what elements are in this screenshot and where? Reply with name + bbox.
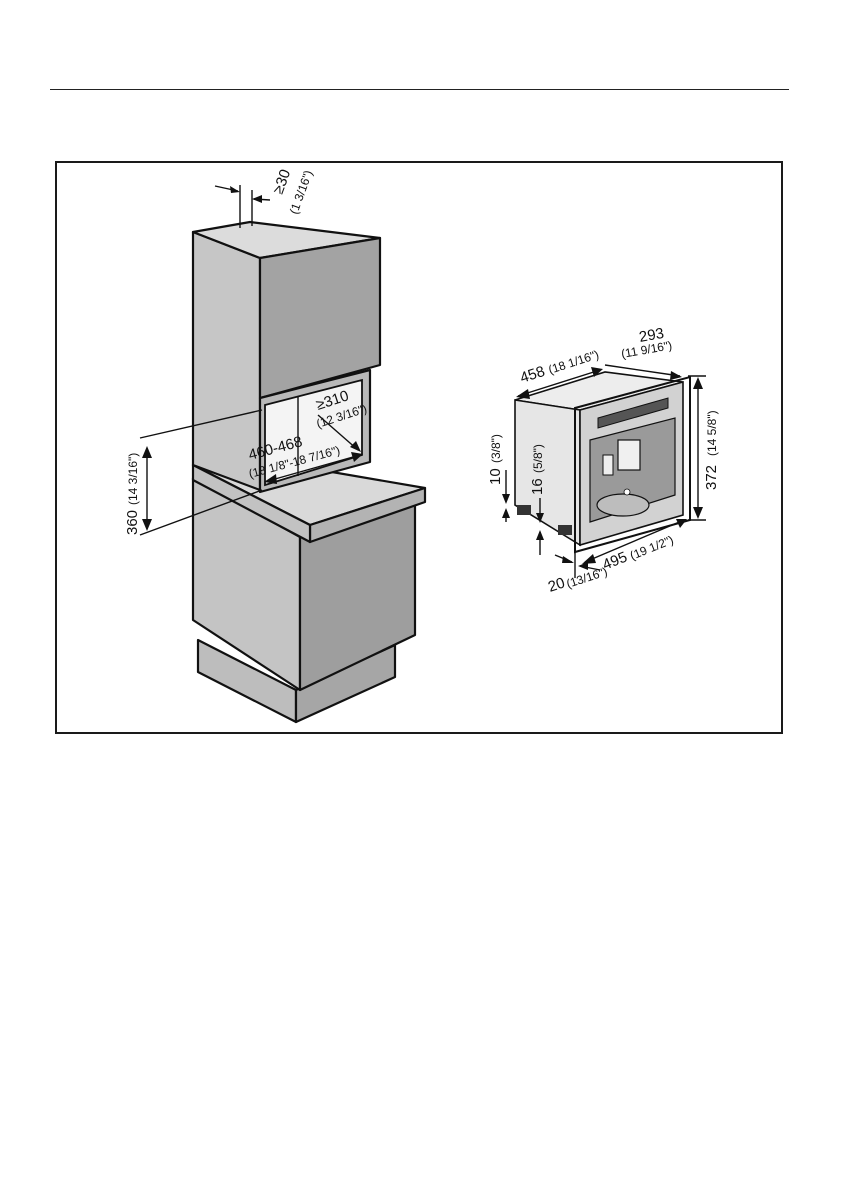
tall-cabinet (193, 222, 425, 722)
foot-right (558, 525, 572, 535)
foot-10-label: 10 (487, 468, 504, 485)
niche-height-inch-label: (14 3/16") (126, 453, 140, 505)
foot-10-inch-label: (3/8") (489, 434, 503, 463)
panel-depth-inch-label: (11 9/16") (620, 338, 673, 361)
height-label: 372 (703, 465, 720, 490)
foot-16-inch-label: (5/8") (531, 444, 545, 473)
height-inch-label: (14 5/8") (705, 410, 719, 456)
width-inch-label: (19 1/2") (628, 533, 676, 563)
drip-tray (597, 494, 649, 516)
machine-side (515, 400, 580, 545)
niche-height-label: 360 (124, 510, 141, 535)
foot-16-label: 16 (529, 478, 546, 495)
foot-left (517, 505, 531, 515)
depth-label: 458 (518, 363, 547, 387)
cup-left (603, 455, 613, 475)
gap-top-label: ≥30 (270, 167, 294, 196)
coffee-spout (618, 440, 640, 470)
